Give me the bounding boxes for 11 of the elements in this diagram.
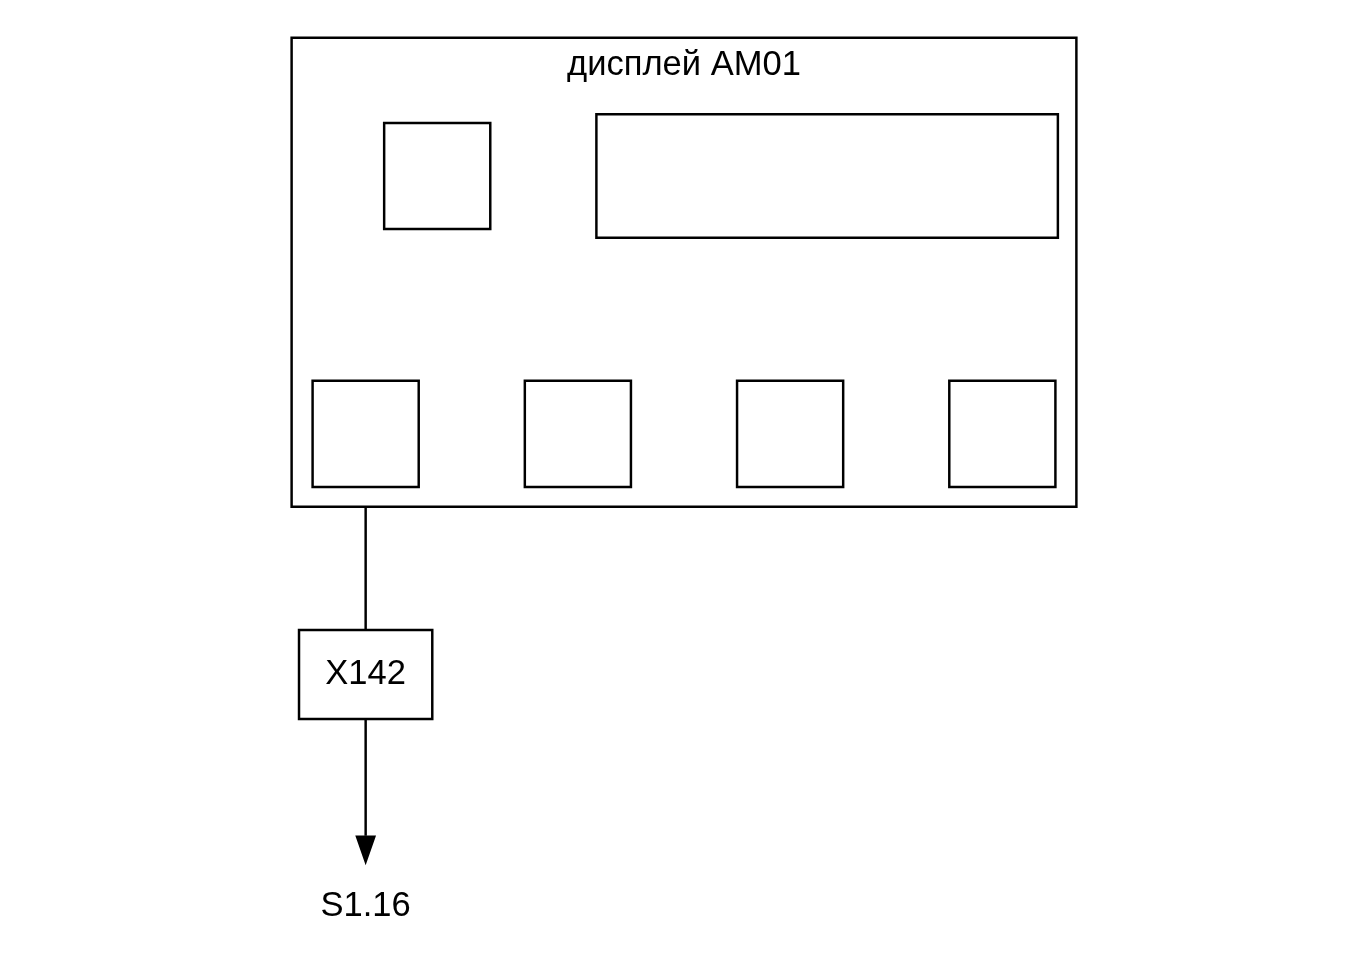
node-box <box>947 379 1057 489</box>
arrow <box>354 719 376 866</box>
connector <box>363 506 367 630</box>
node-box <box>382 121 491 231</box>
node-box <box>523 379 632 489</box>
cluster: дисплей AM01 <box>289 36 1078 508</box>
node-text: S1.16 <box>320 884 411 923</box>
node-box <box>594 113 1059 239</box>
node-box <box>735 379 844 489</box>
node-box: X142 <box>297 628 433 721</box>
node-box <box>310 379 420 489</box>
